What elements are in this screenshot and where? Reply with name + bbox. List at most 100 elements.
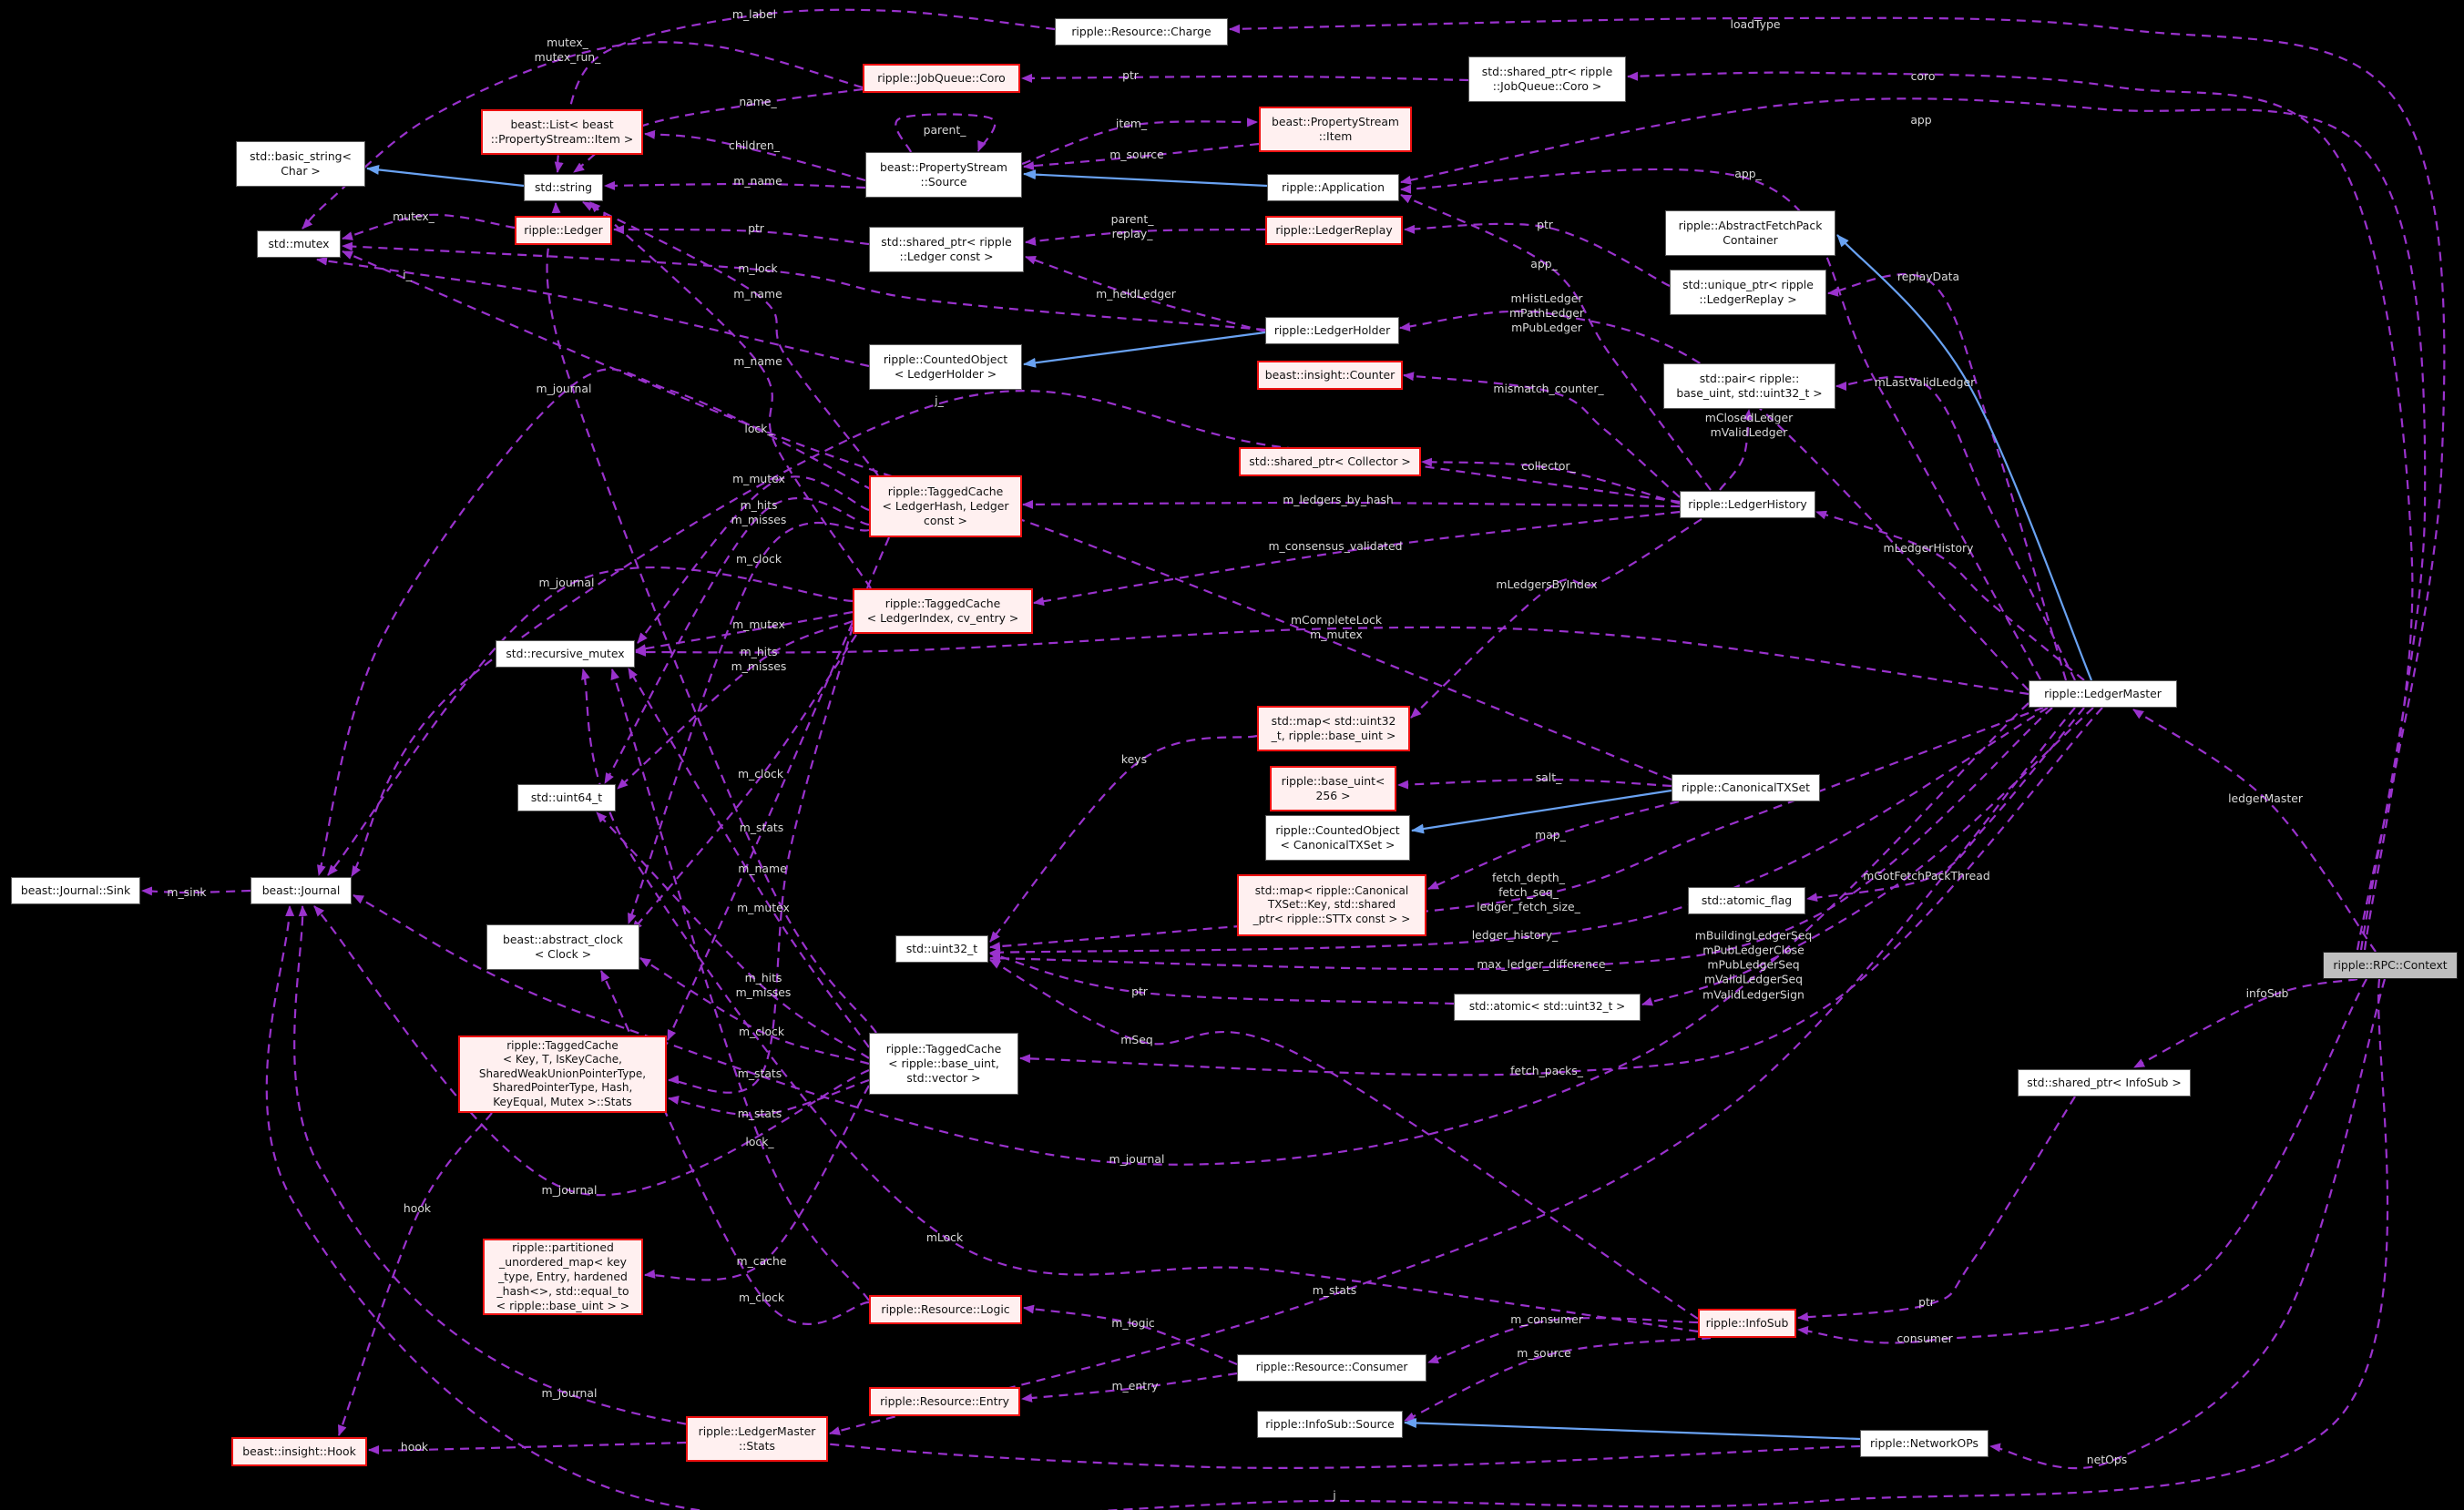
- member-edge: [1835, 375, 2076, 681]
- node-uint32[interactable]: std::uint32_t: [895, 935, 988, 963]
- member-edge: [613, 225, 870, 246]
- member-edge: [627, 522, 870, 924]
- node-list[interactable]: beast::List< beast ::PropertyStream::Ite…: [481, 109, 643, 155]
- node-atomicflag[interactable]: std::atomic_flag: [1688, 887, 1805, 914]
- member-edge: [989, 707, 2053, 971]
- member-edge: [2133, 977, 2358, 1068]
- member-edge: [596, 811, 870, 1059]
- member-edge: [1806, 707, 2085, 903]
- member-edge: [628, 668, 870, 1048]
- member-edge: [1397, 778, 1672, 790]
- member-edge: [589, 201, 872, 589]
- node-jobcoro[interactable]: ripple::JobQueue::Coro: [863, 64, 1020, 93]
- inheritance-edge: [1023, 331, 1266, 368]
- member-edge: [635, 610, 854, 654]
- member-edge: [1400, 168, 2041, 680]
- member-edge: [668, 626, 854, 1094]
- member-edge: [313, 905, 870, 1197]
- member-edge: [989, 951, 1455, 1005]
- member-edge: [604, 496, 870, 784]
- node-canonicaltxset[interactable]: ripple::CanonicalTXSet: [1672, 774, 1820, 801]
- member-edge: [582, 201, 879, 476]
- node-spledger[interactable]: std::shared_ptr< ripple ::Ledger const >: [869, 227, 1024, 272]
- node-counter[interactable]: beast::insight::Counter: [1257, 361, 1403, 390]
- member-edge: [1797, 978, 2367, 1344]
- node-charge[interactable]: ripple::Resource::Charge: [1055, 18, 1228, 46]
- node-ledgermaster[interactable]: ripple::LedgerMaster: [2029, 680, 2177, 708]
- node-rpccontext[interactable]: ripple::RPC::Context: [2323, 952, 2458, 979]
- member-edge: [1815, 510, 2085, 681]
- member-edge: [1404, 1336, 1712, 1422]
- node-cobjctx[interactable]: ripple::CountedObject < CanonicalTXSet >: [1265, 815, 1410, 861]
- node-atomicu32[interactable]: std::atomic< std::uint32_t >: [1454, 994, 1641, 1021]
- member-edge: [1400, 97, 2427, 951]
- member-edge: [1025, 228, 1266, 246]
- member-edge: [1719, 409, 1753, 491]
- member-edge: [1033, 510, 1681, 607]
- member-edge: [2132, 709, 2377, 953]
- node-spcollector[interactable]: std::shared_ptr< Collector >: [1239, 447, 1421, 476]
- node-item[interactable]: beast::PropertyStream ::Item: [1259, 107, 1412, 152]
- node-tcli[interactable]: ripple::TaggedCache < LedgerIndex, cv_en…: [853, 588, 1033, 634]
- node-application[interactable]: ripple::Application: [1267, 174, 1399, 201]
- node-recmutex[interactable]: std::recursive_mutex: [496, 640, 635, 668]
- member-edge: [1025, 255, 1266, 333]
- node-issource[interactable]: ripple::InfoSub::Source: [1257, 1411, 1403, 1438]
- node-cobjlh[interactable]: ripple::CountedObject < LedgerHolder >: [869, 344, 1022, 390]
- node-spinfosub[interactable]: std::shared_ptr< InfoSub >: [2018, 1069, 2191, 1097]
- node-tcbuvec[interactable]: ripple::TaggedCache < ripple::base_uint,…: [869, 1033, 1018, 1095]
- node-infosub[interactable]: ripple::InfoSub: [1698, 1309, 1796, 1338]
- node-basicstring[interactable]: std::basic_string< Char >: [236, 141, 365, 187]
- member-edge: [895, 113, 997, 153]
- node-baseuint[interactable]: ripple::base_uint< 256 >: [1270, 766, 1396, 811]
- node-tclh[interactable]: ripple::TaggedCache < LedgerHash, Ledger…: [869, 475, 1022, 537]
- node-absclock[interactable]: beast::abstract_clock < Clock >: [486, 924, 639, 970]
- member-edge: [353, 702, 2029, 1166]
- node-mapcanon[interactable]: std::map< ripple::Canonical TXSet::Key, …: [1237, 874, 1426, 936]
- node-networkops[interactable]: ripple::NetworkOPs: [1860, 1430, 1989, 1457]
- member-edge: [546, 202, 877, 1034]
- member-edge: [989, 734, 1258, 943]
- member-edge: [644, 1085, 870, 1281]
- node-pair[interactable]: std::pair< ripple:: base_uint, std::uint…: [1663, 363, 1835, 409]
- node-uint64[interactable]: std::uint64_t: [517, 784, 616, 811]
- node-journal[interactable]: beast::Journal: [250, 877, 352, 904]
- member-edge: [989, 707, 2049, 957]
- node-mapu32[interactable]: std::map< std::uint32 _t, ripple::base_u…: [1257, 706, 1410, 751]
- member-edge: [1023, 142, 1260, 171]
- member-edge: [1021, 73, 1469, 83]
- member-edge: [1641, 707, 2094, 1006]
- node-consumer[interactable]: ripple::Resource::Consumer: [1237, 1354, 1426, 1382]
- node-source[interactable]: beast::PropertyStream ::Source: [865, 152, 1022, 198]
- member-edge: [1989, 978, 2387, 1470]
- node-spcoro[interactable]: std::shared_ptr< ripple ::JobQueue::Coro…: [1468, 56, 1626, 102]
- member-edge: [1399, 310, 2029, 691]
- inheritance-edge: [1023, 169, 1268, 188]
- node-logic[interactable]: ripple::Resource::Logic: [869, 1295, 1022, 1324]
- node-lmstats[interactable]: ripple::LedgerMaster ::Stats: [686, 1416, 828, 1462]
- node-partmap[interactable]: ripple::partitioned _unordered_map< key …: [483, 1239, 643, 1315]
- node-string[interactable]: std::string: [524, 174, 603, 201]
- member-edge: [1019, 707, 2103, 1076]
- member-edge: [617, 619, 854, 790]
- node-mutex[interactable]: std::mutex: [257, 230, 341, 258]
- node-ledgerhistory[interactable]: ripple::LedgerHistory: [1680, 491, 1815, 518]
- node-afpc[interactable]: ripple::AbstractFetchPack Container: [1665, 210, 1835, 256]
- member-edge: [668, 1078, 870, 1117]
- node-hookbox[interactable]: beast::insight::Hook: [231, 1437, 367, 1466]
- member-edge: [265, 905, 2389, 1510]
- member-edge: [351, 390, 1681, 877]
- member-edge: [1427, 1317, 1699, 1364]
- node-replay[interactable]: ripple::LedgerReplay: [1265, 216, 1403, 245]
- node-ledger[interactable]: ripple::Ledger: [515, 216, 612, 245]
- member-edge: [1427, 800, 1680, 891]
- node-sink[interactable]: beast::Journal::Sink: [11, 877, 140, 904]
- node-holder[interactable]: ripple::LedgerHolder: [1265, 317, 1399, 344]
- node-upreplay[interactable]: std::unique_ptr< ripple ::LedgerReplay >: [1670, 270, 1826, 315]
- node-tcstats[interactable]: ripple::TaggedCache < Key, T, IsKeyCache…: [458, 1036, 667, 1113]
- member-edge: [337, 1112, 493, 1436]
- member-edge: [581, 668, 1699, 1333]
- inheritance-edge: [1836, 234, 2093, 681]
- member-edge: [989, 706, 2044, 952]
- node-entry[interactable]: ripple::Resource::Entry: [869, 1387, 1020, 1416]
